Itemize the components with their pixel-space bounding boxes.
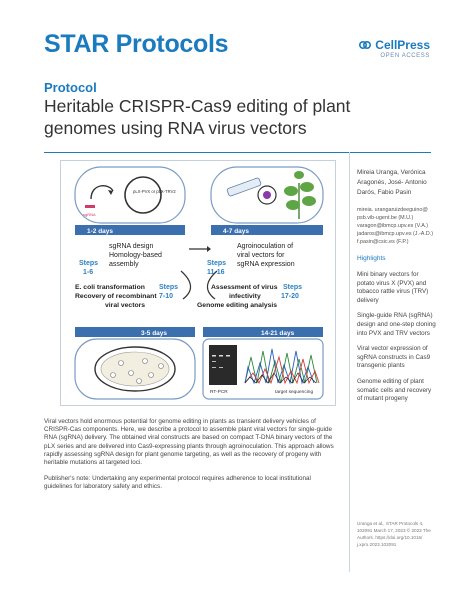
box3-steps-range: 7-10 bbox=[159, 293, 173, 300]
gel-label: RT-PCR bbox=[210, 389, 228, 395]
box1-steps-range: 1-6 bbox=[83, 269, 93, 276]
abstract: Viral vectors hold enormous potential fo… bbox=[44, 418, 340, 500]
graphical-abstract: pLX-PVX or pLX-TRV2 sgRNA 1-2 days 4-7 d… bbox=[60, 160, 336, 406]
box1-line-3: assembly bbox=[109, 261, 139, 268]
box1-line-2: Homology-based bbox=[109, 252, 162, 259]
flow-arrow-curve-right bbox=[206, 270, 218, 300]
abstract-summary: Viral vectors hold enormous potential fo… bbox=[44, 418, 334, 467]
box2-line-3: sgRNA expression bbox=[237, 261, 295, 268]
column-divider bbox=[349, 152, 350, 572]
flow-arrow-curve-left bbox=[180, 270, 192, 300]
sidebar: Mireia Uranga, Verónica Aragonés, José- … bbox=[357, 168, 437, 404]
sequencing-label: target sequencing bbox=[275, 389, 313, 395]
sgrna-label: sgRNA bbox=[83, 212, 96, 217]
publisher-logo-block: CellPress OPEN ACCESS bbox=[358, 38, 430, 59]
box4-line-1: Assessment of virus bbox=[211, 284, 278, 291]
highlight-item: Mini binary vectors for potato virus X (… bbox=[357, 270, 429, 304]
days-label-4: 14-21 days bbox=[261, 330, 295, 337]
box3-steps-label: Steps bbox=[159, 284, 178, 291]
open-access-label: OPEN ACCESS bbox=[380, 53, 430, 59]
article-type: Protocol bbox=[44, 80, 97, 95]
publisher-note: Publisher's note: Undertaking any experi… bbox=[44, 475, 311, 491]
box4-line-3: Genome editing analysis bbox=[197, 302, 277, 309]
header-rule bbox=[44, 152, 431, 153]
days-label-3: 3-5 days bbox=[141, 330, 167, 337]
day-bar-3 bbox=[75, 327, 195, 337]
box1-line-1: sgRNA design bbox=[109, 243, 153, 250]
author-list: Mireia Uranga, Verónica Aragonés, José- … bbox=[357, 169, 427, 196]
day-bar-1 bbox=[75, 225, 185, 235]
publisher-name: CellPress bbox=[375, 38, 430, 52]
box2-line-1: Agroinoculation of bbox=[237, 243, 293, 250]
box4-line-2: infectivity bbox=[229, 293, 261, 300]
box1-steps-label: Steps bbox=[79, 260, 98, 267]
box4-steps-label: Steps bbox=[283, 284, 302, 291]
box3-line-2: Recovery of recombinant bbox=[75, 293, 157, 300]
cellpress-icon bbox=[358, 38, 372, 52]
highlight-item: Genome editing of plant somatic cells an… bbox=[357, 377, 432, 403]
chromatogram bbox=[244, 348, 320, 385]
box3-line-3: viral vectors bbox=[105, 302, 145, 309]
days-label-2: 4-7 days bbox=[223, 228, 249, 235]
box2-steps-label: Steps bbox=[207, 260, 226, 267]
box4-steps-range: 17-20 bbox=[281, 293, 299, 300]
plasmid-cell-illustration: pLX-PVX or pLX-TRV2 sgRNA bbox=[74, 166, 186, 224]
plasmid-label-1: pLX-PVX or pLX-TRV2 bbox=[133, 189, 176, 194]
article-title: Heritable CRISPR-Cas9 editing of plant g… bbox=[44, 96, 351, 138]
petri-dish-illustration bbox=[74, 338, 196, 400]
days-label-1: 1-2 days bbox=[87, 228, 113, 235]
plant-syringe-illustration bbox=[210, 166, 324, 224]
journal-title: STAR Protocols bbox=[44, 30, 229, 58]
box3-line-1: E. coli transformation bbox=[75, 284, 145, 291]
box2-line-2: viral vectors for bbox=[237, 252, 285, 259]
gel-image bbox=[209, 345, 237, 385]
citation: Uranga et al., STAR Protocols 4, 102091 … bbox=[357, 521, 431, 547]
day-bar-4 bbox=[203, 327, 323, 337]
highlight-item: Viral vector expression of sgRNA constru… bbox=[357, 345, 431, 370]
highlights-heading: Highlights bbox=[357, 255, 386, 263]
contact-list: mireia. urangaruizdeeguino@ psb.vib-ugen… bbox=[357, 207, 434, 245]
highlight-item: Single-guide RNA (sgRNA) design and one-… bbox=[357, 312, 436, 337]
gel-sequencing-illustration: RT-PCR target sequencing bbox=[202, 338, 324, 400]
day-bar-2 bbox=[211, 225, 323, 235]
